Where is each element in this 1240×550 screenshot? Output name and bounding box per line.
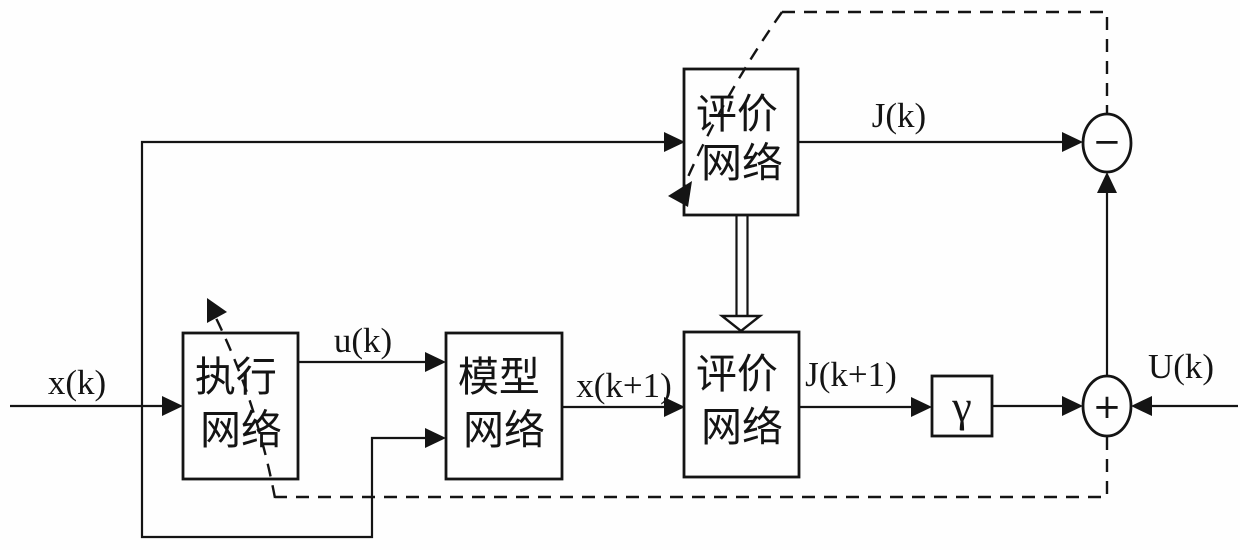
xk1-label: x(k+1)	[576, 366, 672, 405]
jk1-label: J(k+1)	[805, 355, 897, 394]
arrowhead-into-model-lower	[425, 428, 446, 448]
critic-bottom-label: 评价 网络	[696, 351, 788, 450]
model-label: 模型 网络	[458, 354, 550, 453]
arrowhead-into-critic-top	[664, 132, 685, 152]
jk-label: J(k)	[872, 96, 926, 135]
arrowhead-into-model-upper	[425, 352, 446, 372]
critic-network-bottom-box	[682, 330, 801, 479]
arrowhead-jk-into-minus	[1062, 132, 1083, 152]
state-trunk-wire	[140, 140, 668, 539]
training-path-bottom-dashed	[275, 437, 1109, 499]
critic-training-dashed-line	[682, 11, 783, 187]
double-arrow-head	[718, 314, 764, 333]
Uk-label: U(k)	[1148, 347, 1214, 386]
arrowhead-into-critic-bottom	[664, 397, 685, 417]
plus-sign: +	[1093, 387, 1122, 427]
actor-training-arrowhead	[207, 298, 227, 323]
plus-junction-circle	[1081, 374, 1133, 438]
training-path-top-right-dashed	[782, 10, 1109, 113]
gamma-gain-box	[930, 374, 994, 438]
actor-training-dashed-line	[211, 311, 277, 499]
arrowhead-into-gamma	[911, 397, 932, 417]
gamma-label: γ	[951, 382, 971, 431]
arrowhead-into-actor	[162, 396, 183, 416]
critic-network-top-box	[682, 67, 800, 217]
xk-label: x(k)	[48, 363, 106, 402]
minus-sign: −	[1093, 122, 1122, 162]
critic-training-arrowhead	[668, 181, 692, 207]
arrowhead-Uk-into-plus	[1131, 396, 1152, 416]
arrowhead-into-plus	[1062, 396, 1083, 416]
uk-label: u(k)	[334, 321, 392, 360]
actor-network-box	[181, 331, 300, 481]
actor-label: 执行 网络	[195, 354, 287, 453]
arrowhead-into-minus	[1097, 172, 1117, 193]
critic-top-label: 评价 网络	[696, 91, 788, 186]
model-network-box	[444, 331, 564, 481]
minus-junction-circle	[1081, 112, 1133, 174]
